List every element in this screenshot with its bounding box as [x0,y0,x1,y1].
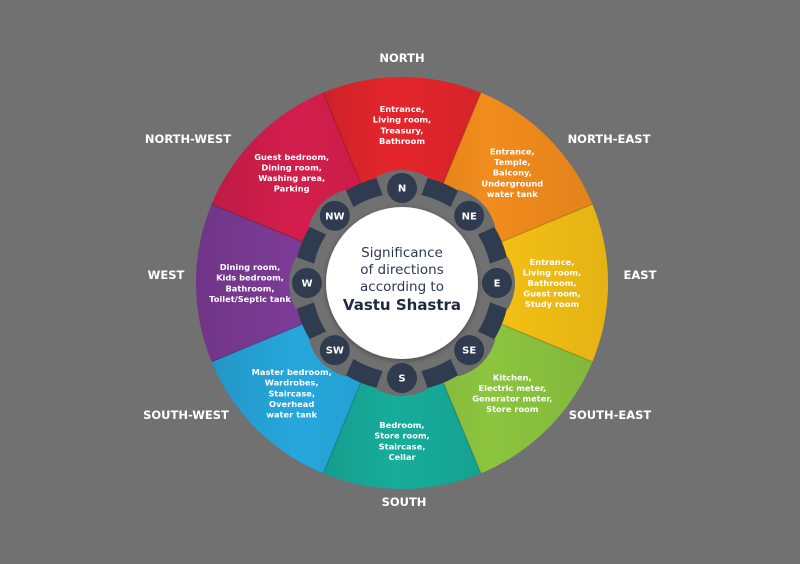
badge-label-north: N [398,184,406,195]
center-line: Significance [361,245,443,261]
sector-text-south: Bedroom,Store room,Staircase,Cellar [374,420,430,462]
badge-south-east [454,335,485,366]
direction-label-north-east: NORTH-EAST [568,132,651,146]
badge-east [482,268,512,298]
direction-label-south: SOUTH [382,495,427,509]
badge-label-west: W [301,279,312,290]
sector-text-north-west: Guest bedroom,Dining room,Washing area,P… [254,152,329,194]
sector-text-west: Dining room,Kids bedroom,Bathroom,Toilet… [209,262,291,304]
badge-north-east [454,200,485,231]
center-line: according to [360,279,444,295]
sector-text-north: Entrance,Living room,Treasury,Bathroom [373,104,431,146]
direction-label-north-west: NORTH-WEST [145,132,231,146]
badge-label-east: E [494,279,501,290]
center-line: of directions [360,262,444,278]
direction-label-east: EAST [624,268,657,282]
sector-text-east: Entrance,Living room,Bathroom,Guest room… [523,257,581,309]
sector-text-south-east: Kitchen,Electric meter,Generator meter,S… [472,372,552,414]
badge-south-west [319,335,350,366]
badge-label-north-west: NW [325,211,344,222]
badge-south [387,363,417,393]
badge-west [292,268,322,298]
badge-label-south-west: SW [326,346,344,357]
badge-label-south: S [398,374,405,385]
direction-label-south-east: SOUTH-EAST [569,408,652,422]
direction-label-north: NORTH [379,51,424,65]
sector-text-south-west: Master bedroom,Wardrobes,Staircase,Overh… [252,367,332,419]
center-disc [326,207,478,359]
badge-north-west [319,200,350,231]
direction-label-south-west: SOUTH-WEST [143,408,229,422]
direction-label-west: WEST [148,268,185,282]
badge-label-north-east: NE [462,211,477,222]
badge-label-south-east: SE [462,346,476,357]
center-title: Vastu Shastra [343,296,461,314]
badge-north [387,173,417,203]
